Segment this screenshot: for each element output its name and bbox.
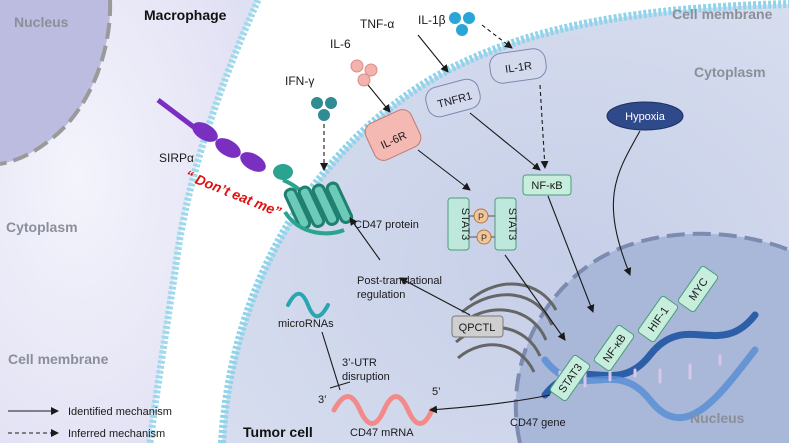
- qpctl-label: QPCTL: [459, 322, 496, 334]
- ifng-label: IFN-γ: [285, 74, 314, 88]
- il1b-molecules: [449, 12, 475, 36]
- utr-label-line2: disruption: [342, 371, 390, 383]
- tumor-title: Tumor cell: [243, 424, 313, 440]
- stat3-right-box: [494, 197, 517, 251]
- cd47-mrna-label: CD47 mRNA: [350, 427, 414, 439]
- macrophage-membrane-label: Cell membrane: [8, 351, 109, 367]
- il1r-receptor: [489, 48, 547, 84]
- macrophage-nuclear-envelope: [0, 0, 113, 166]
- dont-eat-me-label: “ Don’t eat me”: [183, 167, 284, 220]
- sirpa-receptor: [156, 98, 266, 172]
- macrophage-title: Macrophage: [144, 7, 227, 23]
- tumor-cytoplasm-label: Cytoplasm: [694, 64, 766, 80]
- stat3-left-label: STAT3: [459, 208, 471, 241]
- tumor-membrane: [218, 0, 789, 443]
- inhibition-line: [321, 331, 351, 391]
- tf-stat3-box: [549, 354, 591, 402]
- cd47-protein: [273, 164, 354, 236]
- macrophage-nucleus: [0, 0, 111, 164]
- il1b-label: IL-1β: [418, 13, 446, 27]
- microrna-icon: [286, 291, 330, 319]
- tumor-nuclear-envelope: [513, 231, 789, 443]
- ptm-label-line2: regulation: [357, 289, 405, 301]
- cd47-gene-label: CD47 gene: [510, 417, 566, 429]
- micrornas-label: microRNAs: [278, 318, 334, 330]
- macrophage-nucleus-label: Nucleus: [14, 14, 69, 30]
- legend-identified-label: Identified mechanism: [68, 406, 172, 418]
- five-prime-label: 5’: [432, 386, 441, 398]
- tnfa-label: TNF-α: [360, 17, 394, 31]
- tumor-membrane-label: Cell membrane: [672, 6, 773, 22]
- ifng-molecules: [311, 97, 337, 121]
- qpctl-box: [451, 315, 504, 338]
- il1r-label: IL-1R: [504, 60, 532, 76]
- phospho-bottom-label: P: [481, 233, 487, 243]
- tumor-nucleus-label: Nucleus: [690, 410, 745, 426]
- tf-hif1-box: [637, 295, 679, 343]
- tf-myc-box: [677, 265, 719, 313]
- nfkb-cytoplasm-box: [522, 174, 572, 196]
- phospho-top-label: P: [478, 212, 484, 222]
- inferred-arrows: [320, 24, 549, 171]
- il6r-receptor: [364, 109, 422, 161]
- nfkb-cytoplasm-label: NF-κB: [531, 180, 562, 192]
- il6-label: IL-6: [330, 37, 351, 51]
- cd47-protein-label: CD47 protein: [354, 219, 419, 231]
- tf-nfkb-box: [593, 324, 635, 372]
- cd47-mrna-strand: [331, 394, 435, 426]
- macrophage-cytoplasm-label: Cytoplasm: [6, 219, 78, 235]
- macrophage-membrane: [146, 0, 262, 443]
- hypoxia-ellipse: [606, 101, 684, 131]
- tnfr1-receptor: [425, 78, 481, 118]
- il6-molecules: [350, 59, 378, 87]
- identified-arrows: [349, 34, 641, 414]
- sirpa-label: SIRPα: [159, 151, 194, 165]
- utr-label-line1: 3’-UTR: [342, 357, 377, 369]
- hypoxia-label: Hypoxia: [625, 111, 666, 123]
- legend-inferred-label: Inferred mechanism: [68, 428, 165, 440]
- stat3-left-box: [447, 197, 470, 251]
- stat3-right-label: STAT3: [506, 208, 518, 241]
- ptm-label-line1: Post-translational: [357, 275, 442, 287]
- three-prime-label: 3’: [318, 394, 327, 406]
